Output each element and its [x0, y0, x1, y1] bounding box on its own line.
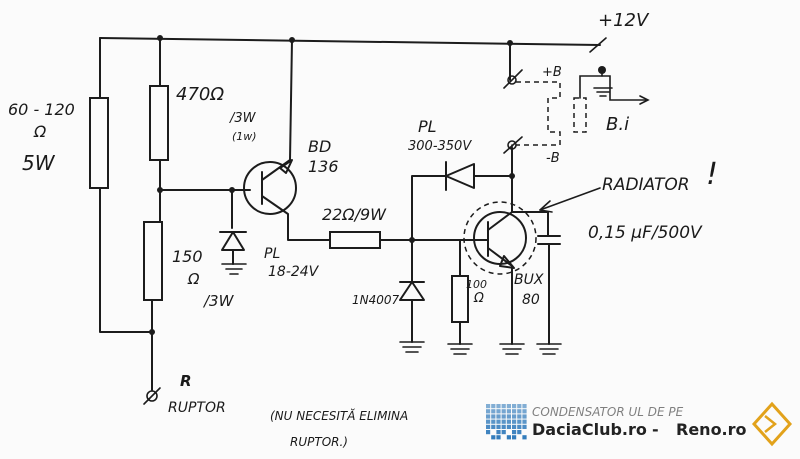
radiator-mark: !	[706, 157, 718, 192]
bux-number: 80	[522, 292, 540, 308]
transistor-bd136: BD 136	[243, 39, 339, 241]
radiator-label-group: RADIATOR !	[539, 157, 718, 213]
zener-base-voltage: 18-24V	[268, 264, 320, 280]
supply-label: +12V	[598, 10, 650, 31]
ruptor: R RUPTOR	[143, 372, 226, 416]
zener-base-name: PL	[264, 246, 280, 262]
r-bottom-value: 150	[172, 247, 203, 266]
diode-1n4007: 1N4007	[352, 239, 425, 353]
r-top-value: 470Ω	[176, 84, 224, 105]
resistor-470: 470Ω /3W (1w)	[149, 37, 257, 223]
r-left-unit: Ω	[33, 122, 47, 141]
coil-minus: -B	[546, 151, 560, 166]
zener-top: PL 300-350V	[408, 117, 513, 241]
zener-top-name: PL	[418, 117, 437, 136]
r-top-power: /3W	[229, 111, 257, 126]
r-emitter-value: 100	[466, 278, 487, 291]
note: (NU NECESITĂ ELIMINA CONDENSATOR UL DE P…	[270, 405, 684, 449]
radiator-label: RADIATOR	[602, 175, 690, 195]
zener-base: PL 18-24V	[159, 187, 320, 280]
note-line1: (NU NECESITĂ ELIMINA	[270, 408, 408, 423]
r-left-power: 5W	[22, 151, 56, 175]
watermark-brand1: DaciaClub.ro	[532, 420, 647, 439]
ruptor-label: RUPTOR	[168, 400, 226, 416]
bux-name: BUX	[514, 272, 544, 288]
supply-rail: +12V	[99, 10, 650, 53]
ruptor-letter: R	[180, 372, 192, 390]
r-top-alt-power: (1w)	[232, 130, 257, 143]
note-line1-obscured: CONDENSATOR UL DE PE	[532, 405, 684, 419]
r-left-value: 60 - 120	[8, 100, 75, 119]
transistor-bux80: BUX 80	[463, 147, 544, 355]
ignition-coil: +B -B B.i	[503, 42, 650, 166]
watermark: DaciaClub.ro - Reno.ro	[486, 401, 793, 447]
resistor-22: 22Ω/9W	[322, 205, 471, 249]
bd-number: 136	[308, 157, 339, 176]
resistor-left: 60 - 120 Ω 5W	[8, 37, 153, 333]
resistor-100: 100 Ω	[447, 239, 487, 355]
reno-logo-icon	[751, 401, 793, 447]
watermark-brand2: Reno.ro	[676, 420, 747, 439]
daciaclub-logo-icon	[486, 404, 527, 440]
capacitor-label: 0,15 μF/500V	[588, 223, 703, 243]
bd-name: BD	[308, 137, 331, 156]
r-bottom-power: /3W	[202, 292, 235, 310]
r-bottom-unit: Ω	[187, 270, 200, 288]
coil-name: B.i	[606, 114, 629, 135]
r-emitter-unit: Ω	[473, 291, 484, 306]
capacitor: 0,15 μF/500V	[511, 211, 703, 355]
watermark-separator: -	[652, 420, 659, 439]
note-line2: RUPTOR.)	[290, 435, 348, 449]
resistor-150: 150 Ω /3W	[143, 221, 235, 391]
diode-name: 1N4007	[352, 293, 400, 307]
r-series-label: 22Ω/9W	[322, 205, 387, 224]
coil-plus: +B	[542, 65, 562, 80]
zener-top-voltage: 300-350V	[408, 139, 472, 154]
